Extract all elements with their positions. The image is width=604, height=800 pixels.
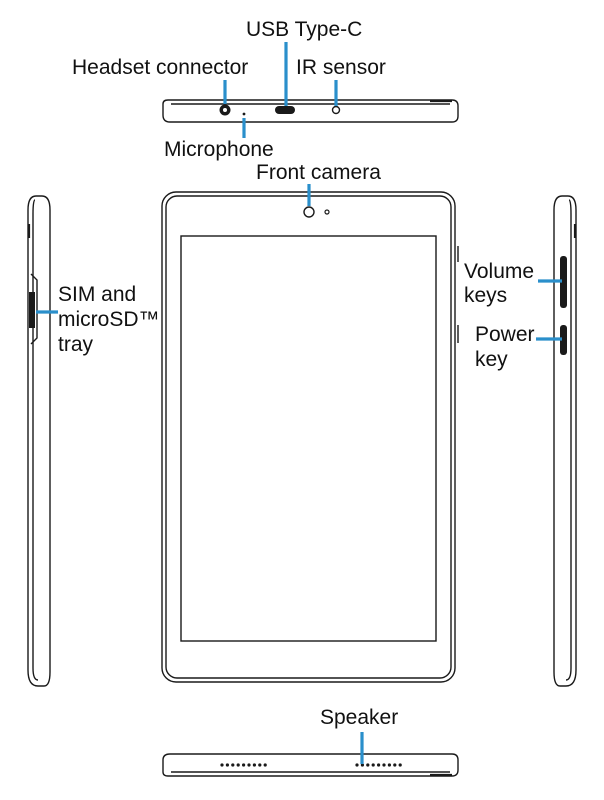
microphone-label: Microphone: [164, 138, 274, 161]
speaker-hole: [360, 763, 364, 767]
front-camera-label: Front camera: [256, 161, 381, 184]
speaker-hole: [393, 763, 397, 767]
speaker-hole: [371, 763, 375, 767]
bottom-edge-view: [162, 753, 459, 777]
speaker-hole: [236, 763, 240, 767]
sim-tray-label-line2: microSD™: [58, 308, 160, 331]
speaker-hole: [263, 763, 267, 767]
sim-tray-slot: [29, 273, 38, 345]
microphone-hole: [242, 112, 246, 116]
speaker-hole: [366, 763, 370, 767]
speaker-grille-right: [355, 763, 402, 767]
speaker-hole: [231, 763, 235, 767]
sim-tray-label-line3: tray: [58, 333, 94, 356]
speaker-hole: [377, 763, 381, 767]
speaker-hole: [387, 763, 391, 767]
volume-keys-button: [560, 256, 567, 308]
speaker-hole: [252, 763, 256, 767]
speaker-hole: [242, 763, 246, 767]
usb-type-c-port: [275, 106, 295, 114]
volume-keys-label-line2: keys: [464, 284, 507, 307]
speaker-hole: [225, 763, 229, 767]
display-screen: [180, 235, 437, 642]
headset-connector-label: Headset connector: [72, 56, 248, 79]
left-side-view: [27, 195, 51, 687]
speaker-hole: [258, 763, 262, 767]
right-side-view: [553, 195, 577, 687]
front-camera-lens: [303, 206, 315, 218]
usb-type-c-label: USB Type-C: [246, 18, 362, 41]
speaker-hole: [220, 763, 224, 767]
front-view: [161, 191, 459, 683]
speaker-hole: [355, 763, 359, 767]
speaker-hole: [382, 763, 386, 767]
speaker-grille-left: [220, 763, 267, 767]
top-edge-view: [162, 99, 459, 123]
headset-connector-port: [219, 104, 231, 116]
ir-sensor-label: IR sensor: [296, 56, 386, 79]
speaker-hole: [398, 763, 402, 767]
sim-tray-label-line1: SIM and: [58, 283, 136, 306]
power-key-label-line1: Power: [475, 323, 535, 346]
front-sensor-dot: [324, 209, 330, 215]
speaker-hole: [247, 763, 251, 767]
volume-keys-label-line1: Volume: [464, 260, 534, 283]
speaker-label: Speaker: [320, 706, 398, 729]
ir-sensor-window: [331, 105, 341, 115]
power-key-button: [560, 325, 567, 355]
power-key-label-line2: key: [475, 348, 508, 371]
